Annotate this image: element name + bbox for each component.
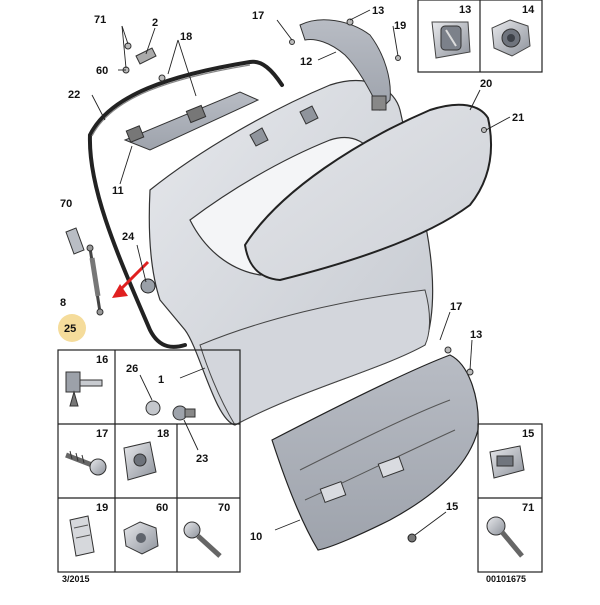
callout-18: 18 (180, 31, 192, 43)
tailgate-seal (87, 59, 284, 349)
part-cell-60: 60 (123, 502, 168, 555)
part-cell-13: 13 (431, 4, 471, 59)
hex-nut-icon (491, 19, 531, 57)
callouts: 71 2 60 18 22 11 17 13 19 12 20 21 70 8 … (60, 5, 524, 543)
part-cell-70: 70 (183, 502, 230, 558)
bolt-icon (183, 521, 222, 558)
rear-glass (243, 103, 492, 282)
callout-23: 23 (196, 453, 208, 465)
parts-box-bottom-right: 15 71 (477, 423, 543, 573)
hex-nut-icon (123, 521, 159, 555)
part-cell-15: 15 (489, 428, 534, 479)
part-cell-19: 19 (69, 502, 108, 557)
inner-trim-panel (271, 354, 479, 551)
bolt-icon (486, 516, 524, 558)
callout-22: 22 (68, 89, 80, 101)
screw-icon (65, 450, 107, 476)
callout-24: 24 (122, 231, 135, 243)
clip-icon (489, 445, 525, 479)
hinge-bracket (299, 19, 391, 111)
indicator-arrow (112, 260, 150, 298)
callout-21: 21 (512, 112, 524, 124)
part-number: 14 (522, 4, 535, 16)
upper-trim-panel (123, 91, 260, 151)
footer-date: 3/2015 (62, 574, 90, 584)
part-number: 13 (459, 4, 471, 16)
hinge-fixings (122, 18, 487, 133)
parts-box-left: 16 17 18 19 (57, 349, 241, 573)
leader-lines (91, 9, 511, 536)
callout-highlight (58, 314, 86, 342)
footer-ref-id: 00101675 (486, 574, 526, 584)
small-fixings-mid (145, 346, 474, 421)
part-number: 19 (96, 502, 108, 514)
part-number: 15 (522, 428, 534, 440)
callout-60: 60 (96, 65, 108, 77)
part-number: 71 (522, 502, 534, 514)
callout-26: 26 (126, 363, 138, 375)
callout-17-top: 17 (252, 10, 264, 22)
clip-nut-icon (123, 441, 157, 481)
clip-nut-icon (431, 21, 471, 59)
callout-70: 70 (60, 198, 72, 210)
callout-71: 71 (94, 14, 106, 26)
callout-25: 25 (64, 323, 76, 335)
callout-15: 15 (446, 501, 458, 513)
callout-10: 10 (250, 531, 262, 543)
gas-strut (65, 227, 104, 316)
part-number: 18 (157, 428, 169, 440)
callout-12: 12 (300, 56, 312, 68)
rivet-clip-icon (65, 371, 103, 407)
part-number: 60 (156, 502, 168, 514)
callout-11: 11 (112, 185, 124, 197)
part-cell-16: 16 (65, 354, 108, 407)
callout-13-bottom: 13 (470, 329, 482, 341)
callout-8: 8 (60, 297, 66, 309)
spring-clip-icon (69, 515, 95, 557)
part-cell-18: 18 (123, 428, 169, 481)
callout-20: 20 (480, 78, 492, 90)
callout-1: 1 (158, 374, 164, 386)
callout-2: 2 (152, 17, 158, 29)
part-number: 70 (218, 502, 230, 514)
part-cell-71: 71 (486, 502, 534, 558)
part-number: 17 (96, 428, 108, 440)
callout-19: 19 (394, 20, 406, 32)
part-cell-14: 14 (491, 4, 535, 57)
parts-box-top-right: 13 14 (417, 0, 543, 73)
part-cell-17: 17 (65, 428, 108, 476)
part-number: 16 (96, 354, 108, 366)
callout-17-bottom: 17 (450, 301, 462, 313)
callout-13-top: 13 (372, 5, 384, 17)
